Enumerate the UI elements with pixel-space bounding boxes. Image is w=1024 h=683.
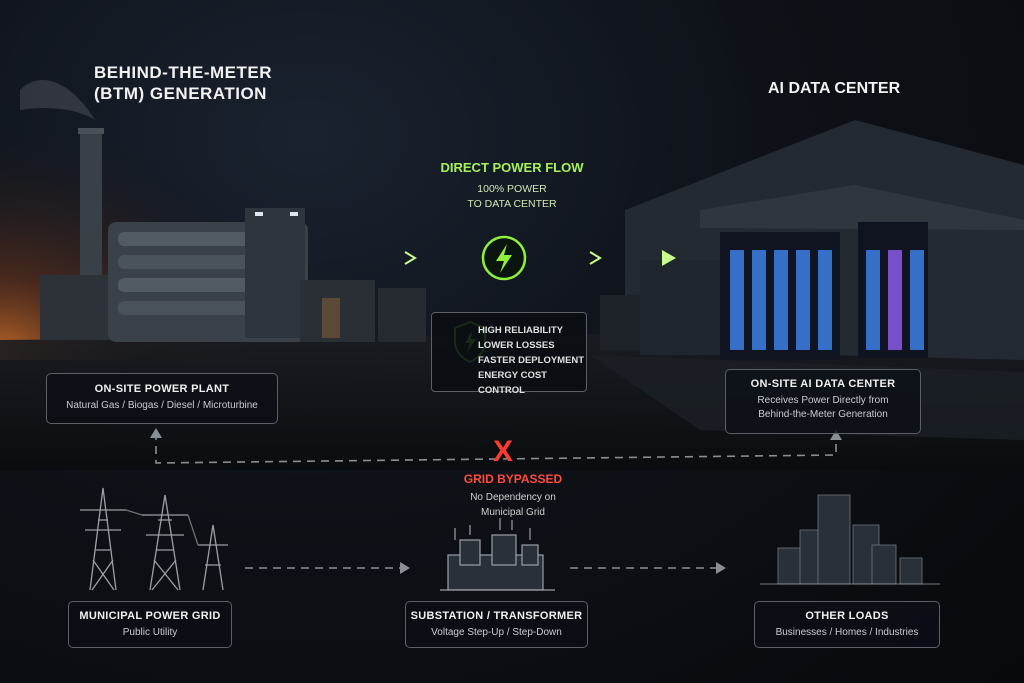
datacenter-sub-line2: Behind-the-Meter Generation [758, 409, 888, 420]
other-loads-title: OTHER LOADS [805, 610, 889, 622]
direct-power-flow-label: DIRECT POWER FLOW [440, 160, 584, 175]
dashed-arrow-loads [716, 562, 726, 574]
btm-title-line1: BEHIND-THE-METER [94, 63, 272, 82]
other-loads-box: OTHER LOADS Businesses / Homes / Industr… [754, 601, 940, 648]
grid-sub-line1: No Dependency on [470, 492, 556, 503]
municipal-grid-title: MUNICIPAL POWER GRID [79, 610, 221, 622]
grid-sub-line2: Municipal Grid [481, 507, 545, 518]
power-plant-sub: Natural Gas / Biogas / Diesel / Microtur… [66, 400, 258, 411]
power-plant-box: ON-SITE POWER PLANT Natural Gas / Biogas… [46, 373, 278, 424]
other-loads-sub: Businesses / Homes / Industries [775, 627, 919, 638]
benefit-item: HIGH RELIABILITY [478, 325, 563, 336]
btm-title-line2: (BTM) GENERATION [94, 84, 267, 103]
generator-illustration [40, 208, 426, 342]
dashed-arrow-substation [400, 562, 410, 574]
flow-sub-line2: TO DATA CENTER [467, 198, 557, 210]
municipal-grid-sub: Public Utility [122, 627, 178, 638]
grid-bypassed-label: GRID BYPASSED [463, 472, 563, 486]
datacenter-box: ON-SITE AI DATA CENTER Receives Power Di… [725, 369, 921, 434]
flow-arrow-2 [589, 251, 602, 265]
city-buildings-illustration [760, 494, 940, 585]
bypassed-grid-dashed-line [155, 432, 837, 464]
power-plant-title: ON-SITE POWER PLANT [94, 383, 230, 395]
grid-bypassed-x-icon: X [493, 435, 514, 468]
substation-box: SUBSTATION / TRANSFORMER Voltage Step-Up… [405, 601, 588, 648]
datacenter-box-title: ON-SITE AI DATA CENTER [750, 378, 896, 390]
ai-data-center-title: AI DATA CENTER [768, 80, 901, 97]
flow-arrow-1 [404, 251, 417, 265]
dashed-arrow-up-datacenter [830, 430, 842, 440]
substation-sub: Voltage Step-Up / Step-Down [431, 627, 562, 638]
direct-power-flow-sub: 100% POWER TO DATA CENTER [422, 182, 602, 212]
datacenter-box-sub: Receives Power Directly from Behind-the-… [726, 394, 920, 422]
grid-bypassed-sub: No Dependency on Municipal Grid [428, 490, 598, 520]
benefit-item: FASTER DEPLOYMENT [478, 355, 585, 366]
datacenter-building-illustration [600, 120, 1024, 360]
benefits-box: HIGH RELIABILITY LOWER LOSSES FASTER DEP… [431, 312, 587, 396]
benefit-item: LOWER LOSSES [478, 340, 555, 351]
benefit-item: ENERGY COST CONTROL [478, 370, 547, 396]
substation-illustration [440, 518, 555, 591]
flow-arrowhead [662, 250, 676, 266]
datacenter-sub-line1: Receives Power Directly from [757, 395, 889, 406]
btm-generation-title: BEHIND-THE-METER (BTM) GENERATION [94, 62, 272, 104]
lightning-icon [481, 235, 527, 281]
municipal-grid-box: MUNICIPAL POWER GRID Public Utility [68, 601, 232, 648]
chimney [80, 128, 102, 288]
dashed-arrow-up-plant [150, 428, 162, 438]
flow-sub-line1: 100% POWER [477, 183, 547, 195]
substation-title: SUBSTATION / TRANSFORMER [410, 610, 583, 622]
smoke [20, 80, 95, 120]
transmission-towers-illustration [80, 487, 228, 591]
